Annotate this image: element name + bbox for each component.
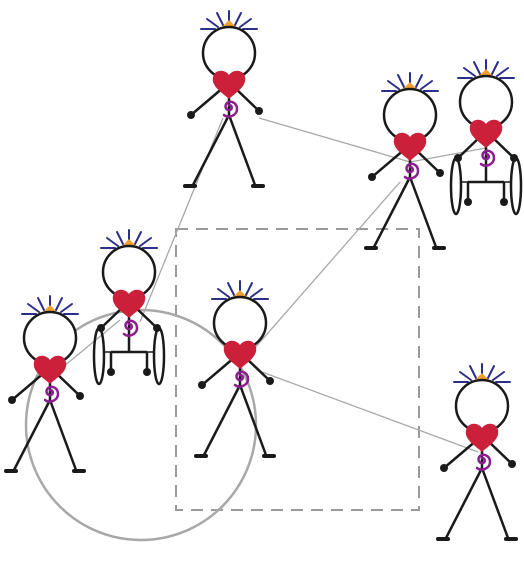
connector-line: [239, 181, 401, 366]
connector-line: [409, 147, 487, 163]
figure-top-right-wheelchair: [449, 58, 523, 216]
connector-line: [261, 371, 479, 453]
connector-line: [258, 117, 411, 163]
figure-center: [194, 279, 276, 458]
figure-top-center: [183, 9, 265, 188]
dashed-group-box: [175, 228, 420, 511]
figure-left-standing: [4, 294, 86, 473]
figure-left-wheelchair: [92, 228, 166, 386]
